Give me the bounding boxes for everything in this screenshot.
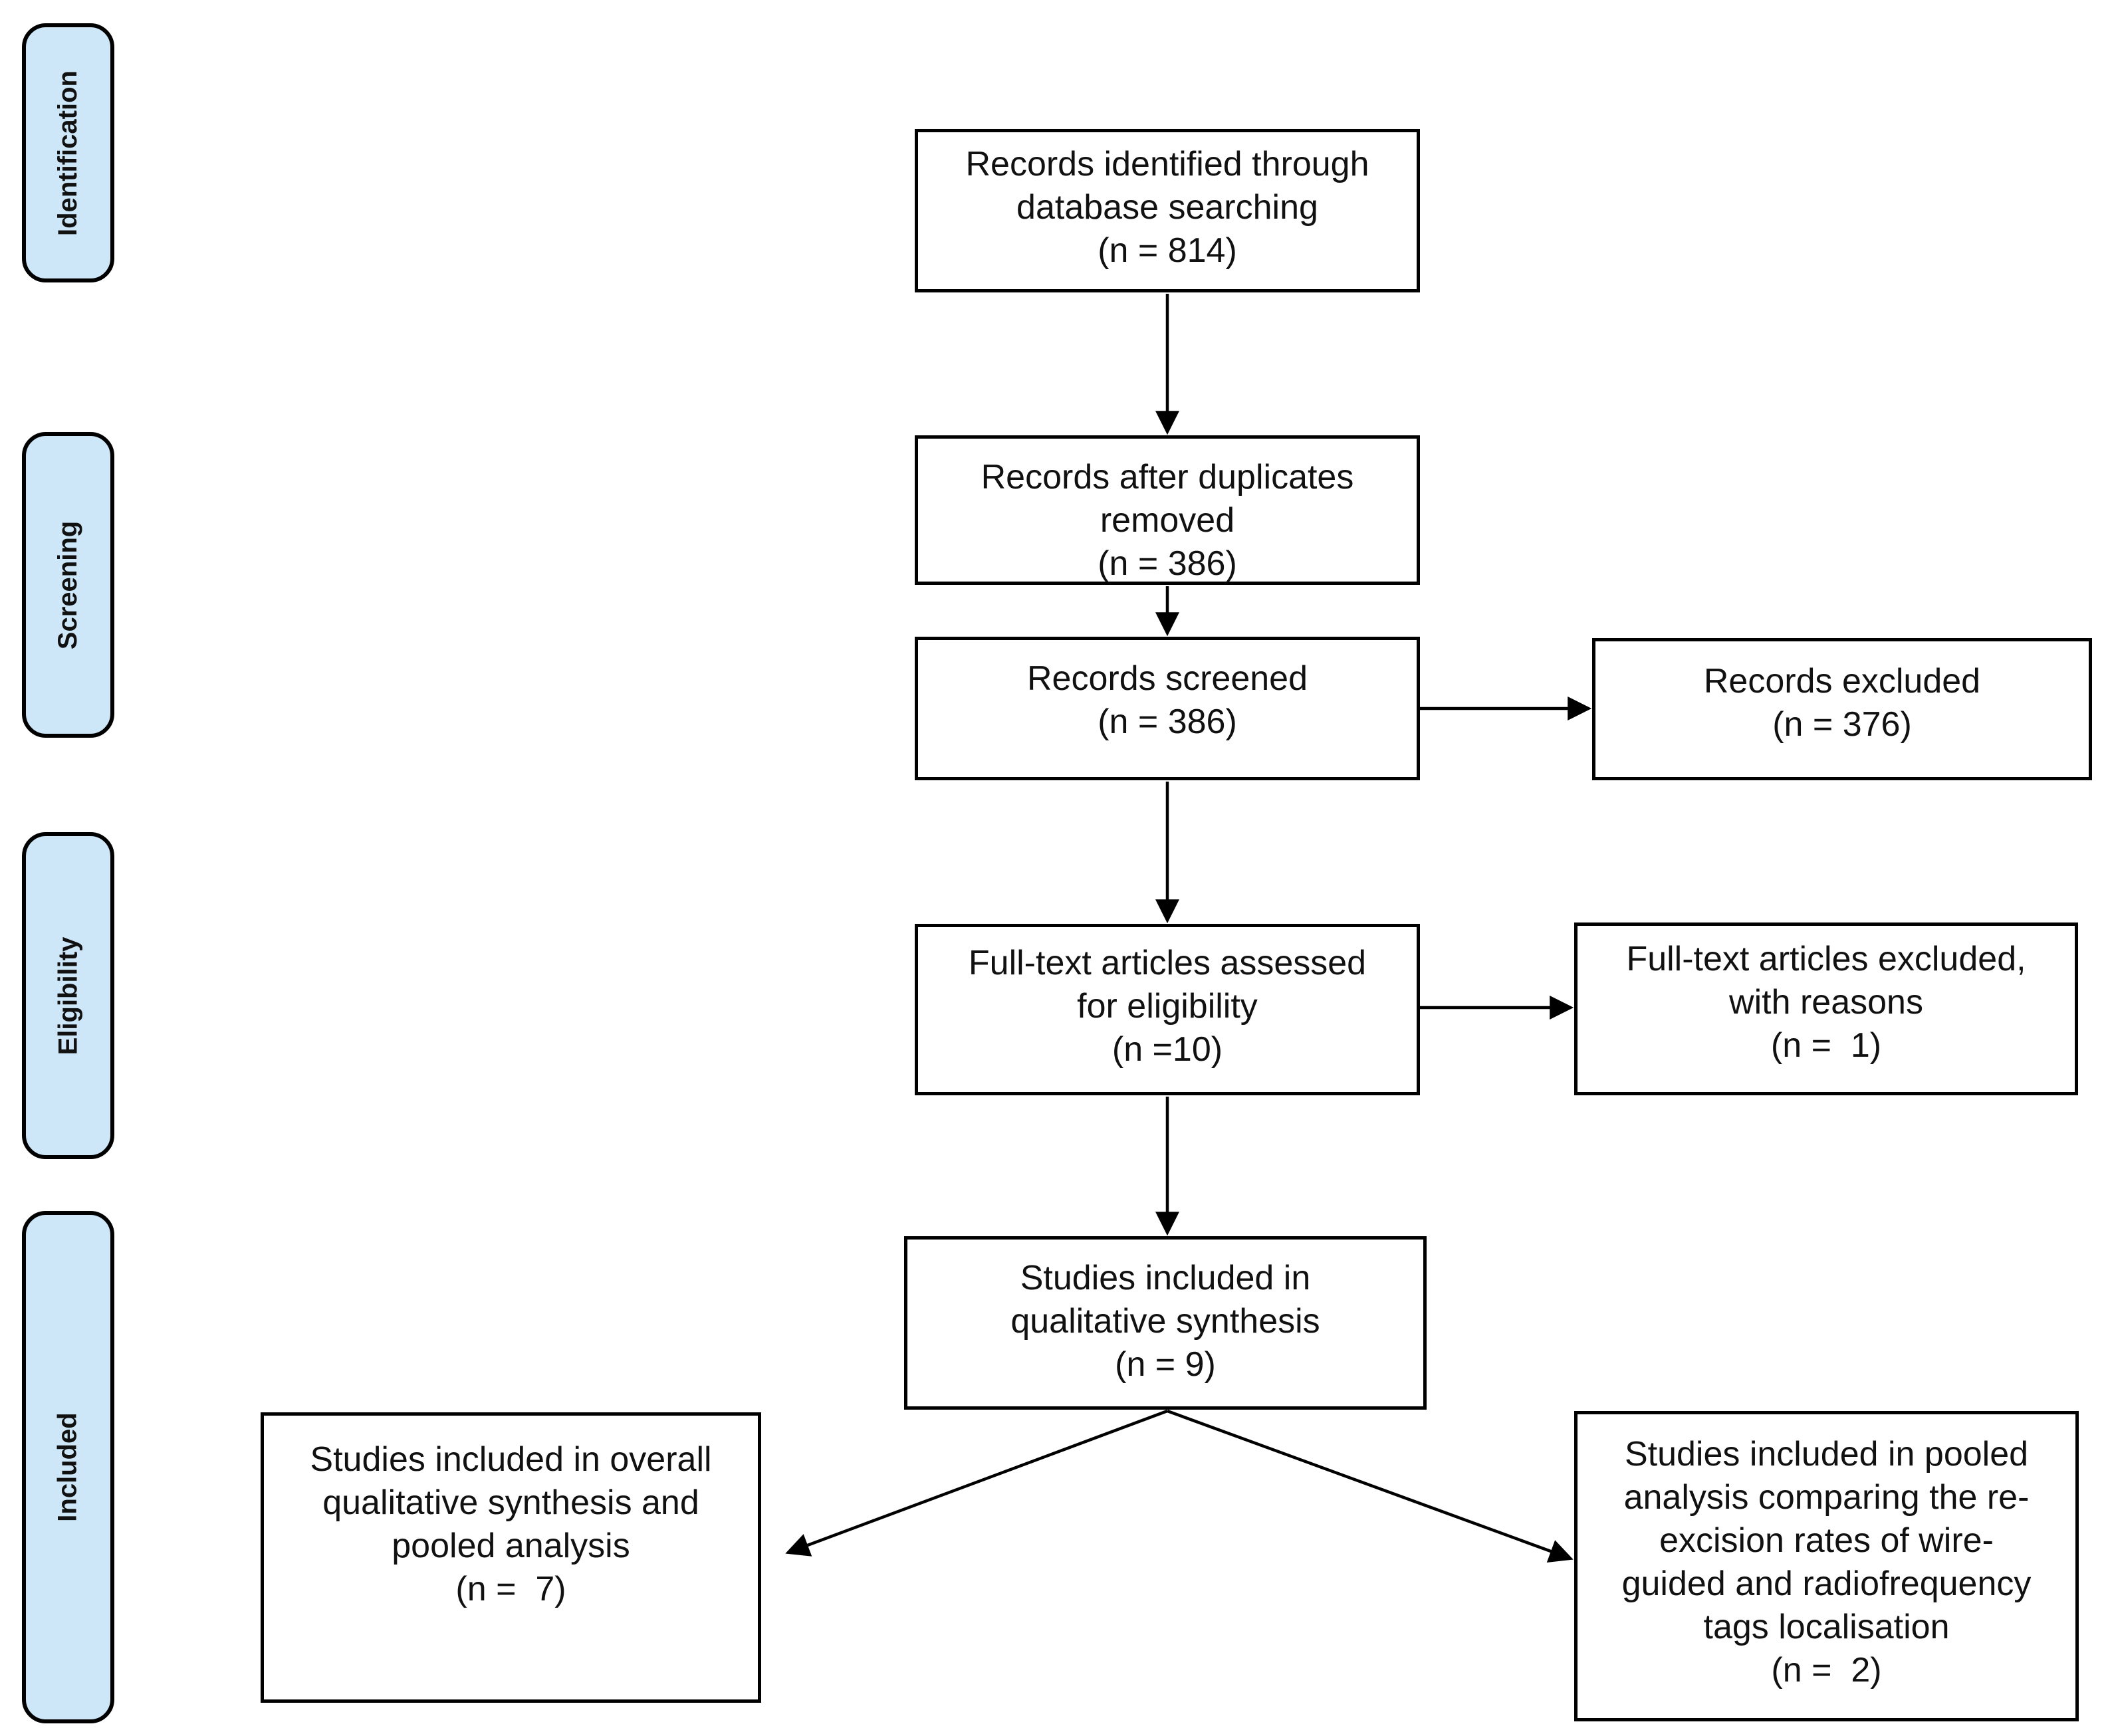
stage-included: Included (22, 1211, 114, 1723)
stage-included-label: Included (53, 1412, 83, 1522)
box-records-identified-text: Records identified through database sear… (965, 145, 1369, 270)
stage-identification-label: Identification (53, 70, 83, 236)
box-records-identified: Records identified through database sear… (915, 129, 1420, 292)
stage-screening: Screening (22, 432, 114, 738)
box-records-excluded-text: Records excluded (n = 376) (1703, 662, 1981, 744)
box-pooled-comparison-text: Studies included in pooled analysis comp… (1621, 1435, 2032, 1689)
box-records-screened-text: Records screened (n = 386) (1027, 659, 1308, 741)
stage-identification: Identification (22, 23, 114, 282)
stage-eligibility: Eligibility (22, 832, 114, 1159)
box-overall-pooled-text: Studies included in overall qualitative … (310, 1440, 712, 1608)
box-fulltext-assessed: Full-text articles assessed for eligibil… (915, 924, 1420, 1095)
box-fulltext-assessed-text: Full-text articles assessed for eligibil… (968, 944, 1367, 1069)
box-pooled-comparison: Studies included in pooled analysis comp… (1574, 1411, 2079, 1721)
box-overall-pooled: Studies included in overall qualitative … (261, 1412, 761, 1703)
stage-screening-label: Screening (53, 520, 82, 649)
box-fulltext-excluded-text: Full-text articles excluded, with reason… (1626, 940, 2026, 1065)
box-records-excluded: Records excluded (n = 376) (1592, 638, 2092, 780)
box-duplicates-removed-text: Records after duplicates removed (n = 38… (981, 458, 1354, 583)
arrow-synthesis-to-pooled-comparison (1167, 1409, 1574, 1563)
box-records-screened: Records screened (n = 386) (915, 637, 1420, 780)
stage-eligibility-label: Eligibility (53, 936, 83, 1055)
box-fulltext-excluded: Full-text articles excluded, with reason… (1574, 922, 2078, 1095)
arrow-synthesis-to-overall-pooled (785, 1409, 1168, 1557)
box-qualitative-synthesis-text: Studies included in qualitative synthesi… (1010, 1259, 1320, 1384)
box-qualitative-synthesis: Studies included in qualitative synthesi… (904, 1236, 1427, 1410)
box-duplicates-removed: Records after duplicates removed (n = 38… (915, 435, 1420, 585)
